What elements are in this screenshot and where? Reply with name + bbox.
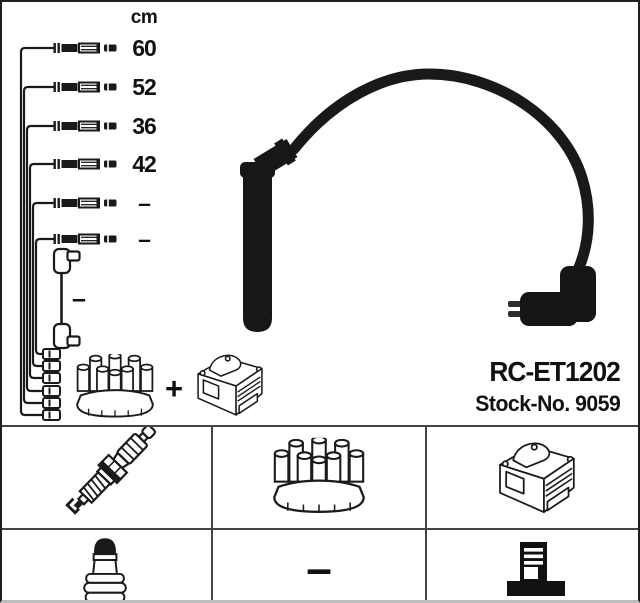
ignition-cable-photo [240, 68, 596, 332]
cable-length-label: 52 [132, 74, 157, 100]
plus-sign: + [164, 371, 184, 406]
cable-length-label: – [138, 226, 151, 252]
dash-label: – [306, 541, 332, 594]
length-unit-label: cm [130, 7, 158, 28]
component-grid: – [2, 425, 638, 600]
ignition-coil-icon [499, 442, 575, 514]
coil-tower-icon [507, 542, 565, 596]
upper-diagram [19, 42, 596, 421]
distributor-cap-icon [76, 354, 154, 418]
coil-wire-icon [52, 247, 81, 350]
grid-cell-terminal-nut [2, 530, 213, 600]
grid-cell-ignition-coil [427, 427, 638, 530]
stock-number: Stock-No. 9059 [474, 391, 621, 416]
cable-length-label: 60 [132, 35, 157, 61]
bus-wires [19, 46, 54, 417]
cable-lead [288, 68, 594, 276]
grid-cell-spark-plug [2, 427, 213, 530]
cable-length-label: 36 [132, 113, 157, 139]
cable-length-label: – [138, 190, 151, 216]
coil-elbow-boot [508, 266, 596, 326]
grid-cell-distributor-cap [213, 427, 427, 530]
coil-wire-length-label: – [72, 285, 86, 313]
cable-length-label: 42 [132, 151, 157, 177]
terminal-nut-icon [83, 538, 127, 600]
ignition-coil-icon [197, 354, 263, 416]
spark-plug-icon [65, 427, 157, 515]
part-number: RC-ET1202 [489, 356, 620, 387]
spark-plug-boot [240, 138, 298, 332]
grid-cell-coil-tower [427, 530, 638, 600]
plug-wire-connector-icons [52, 42, 118, 245]
distributor-cap-icon [273, 437, 365, 513]
distributor-end-connectors [42, 348, 61, 421]
grid-cell-dash: – [213, 530, 427, 600]
